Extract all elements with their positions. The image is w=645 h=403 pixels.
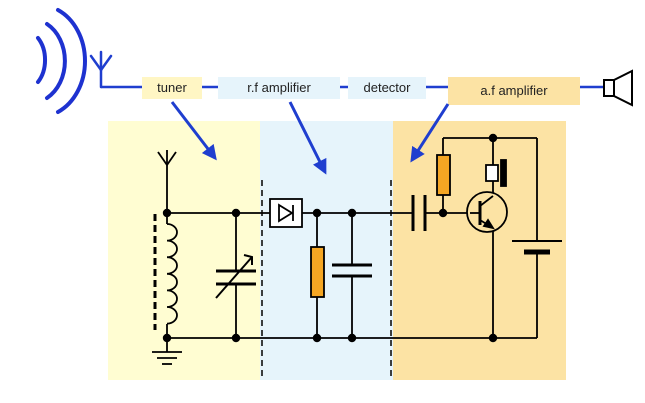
tuner-antenna-icon [157,150,177,172]
rf-amplifier-label-text: r.f amplifier [247,80,311,95]
coupling-capacitor [411,195,427,231]
variable-capacitor [215,254,256,299]
detector-capacitor [332,263,372,278]
junction-dots [162,133,498,343]
diode-icon [269,198,303,228]
speaker-icon [603,69,633,107]
rf-arrow [288,101,327,175]
af-amplifier-label: a.f amplifier [448,77,580,105]
tuner-label: tuner [142,77,202,99]
rf-stage-bg [260,121,393,380]
tuner-label-text: tuner [157,80,187,95]
detector-label: detector [348,77,426,99]
antenna-icon [89,50,113,89]
earphone-icon [485,159,507,187]
af-resistor [436,154,451,196]
af-arrow [410,103,450,163]
rf-amplifier-label: r.f amplifier [218,77,340,99]
rf-resistor [310,246,325,298]
transistor-icon [466,191,508,233]
battery-icon [512,240,562,255]
ground-icon [152,351,182,365]
af-amplifier-label-text: a.f amplifier [480,83,548,98]
detector-label-text: detector [364,80,412,95]
radio-waves-icon [36,8,87,114]
inductor-coil [153,214,178,330]
stage-arrows [170,101,450,175]
tuner-arrow [170,101,217,161]
